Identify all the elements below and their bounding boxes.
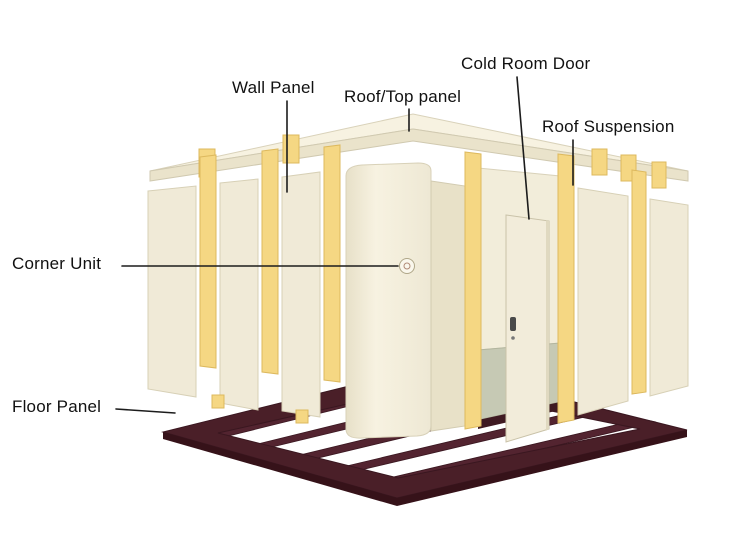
label-cold-room-door: Cold Room Door — [461, 54, 591, 73]
connector-tab — [211, 394, 225, 409]
cold-room-door-graphic — [505, 214, 550, 443]
wall-panel-right — [577, 187, 629, 416]
leader-floor-panel — [115, 408, 176, 414]
corner-connector-strip — [464, 151, 482, 430]
door-handle — [510, 317, 516, 331]
corner-connector-strip — [557, 153, 575, 424]
corner-connector-strip — [199, 154, 217, 369]
wall-panel-left — [281, 171, 321, 418]
floor-frame-edge — [163, 430, 687, 506]
corner-unit-graphic — [345, 162, 432, 439]
label-roof-top-panel: Roof/Top panel — [344, 87, 462, 106]
left-wall-panels-graphic — [147, 144, 341, 424]
label-wall-panel: Wall Panel — [232, 78, 315, 97]
connector-tab — [295, 409, 309, 424]
wall-panel-right — [649, 198, 689, 397]
corner-unit-badge-icon — [403, 262, 411, 270]
wall-panel-left — [219, 178, 259, 411]
right-wall-panels-graphic — [430, 151, 689, 432]
leader-cold-room-door — [516, 76, 530, 220]
roof-suspension-block — [282, 134, 300, 164]
label-roof-suspension: Roof Suspension — [542, 117, 675, 136]
roof-panel-graphic — [149, 113, 689, 182]
roof-suspension-block — [651, 161, 667, 189]
corner-connector-strip — [631, 169, 647, 395]
wall-panel-right-recessed — [430, 180, 466, 432]
roof-front-edge — [149, 128, 689, 182]
corner-unit-badge-icon — [399, 258, 415, 274]
door-edge — [546, 220, 549, 431]
corner-unit-column — [345, 162, 432, 439]
roof-suspension-block — [591, 148, 608, 176]
wall-panel-left — [147, 185, 197, 398]
corner-connector-strip — [323, 144, 341, 383]
corner-connector-strip — [261, 148, 279, 375]
leader-lines — [115, 76, 574, 414]
door-lock — [511, 336, 515, 340]
label-floor-panel: Floor Panel — [12, 397, 102, 416]
label-corner-unit: Corner Unit — [12, 254, 102, 273]
